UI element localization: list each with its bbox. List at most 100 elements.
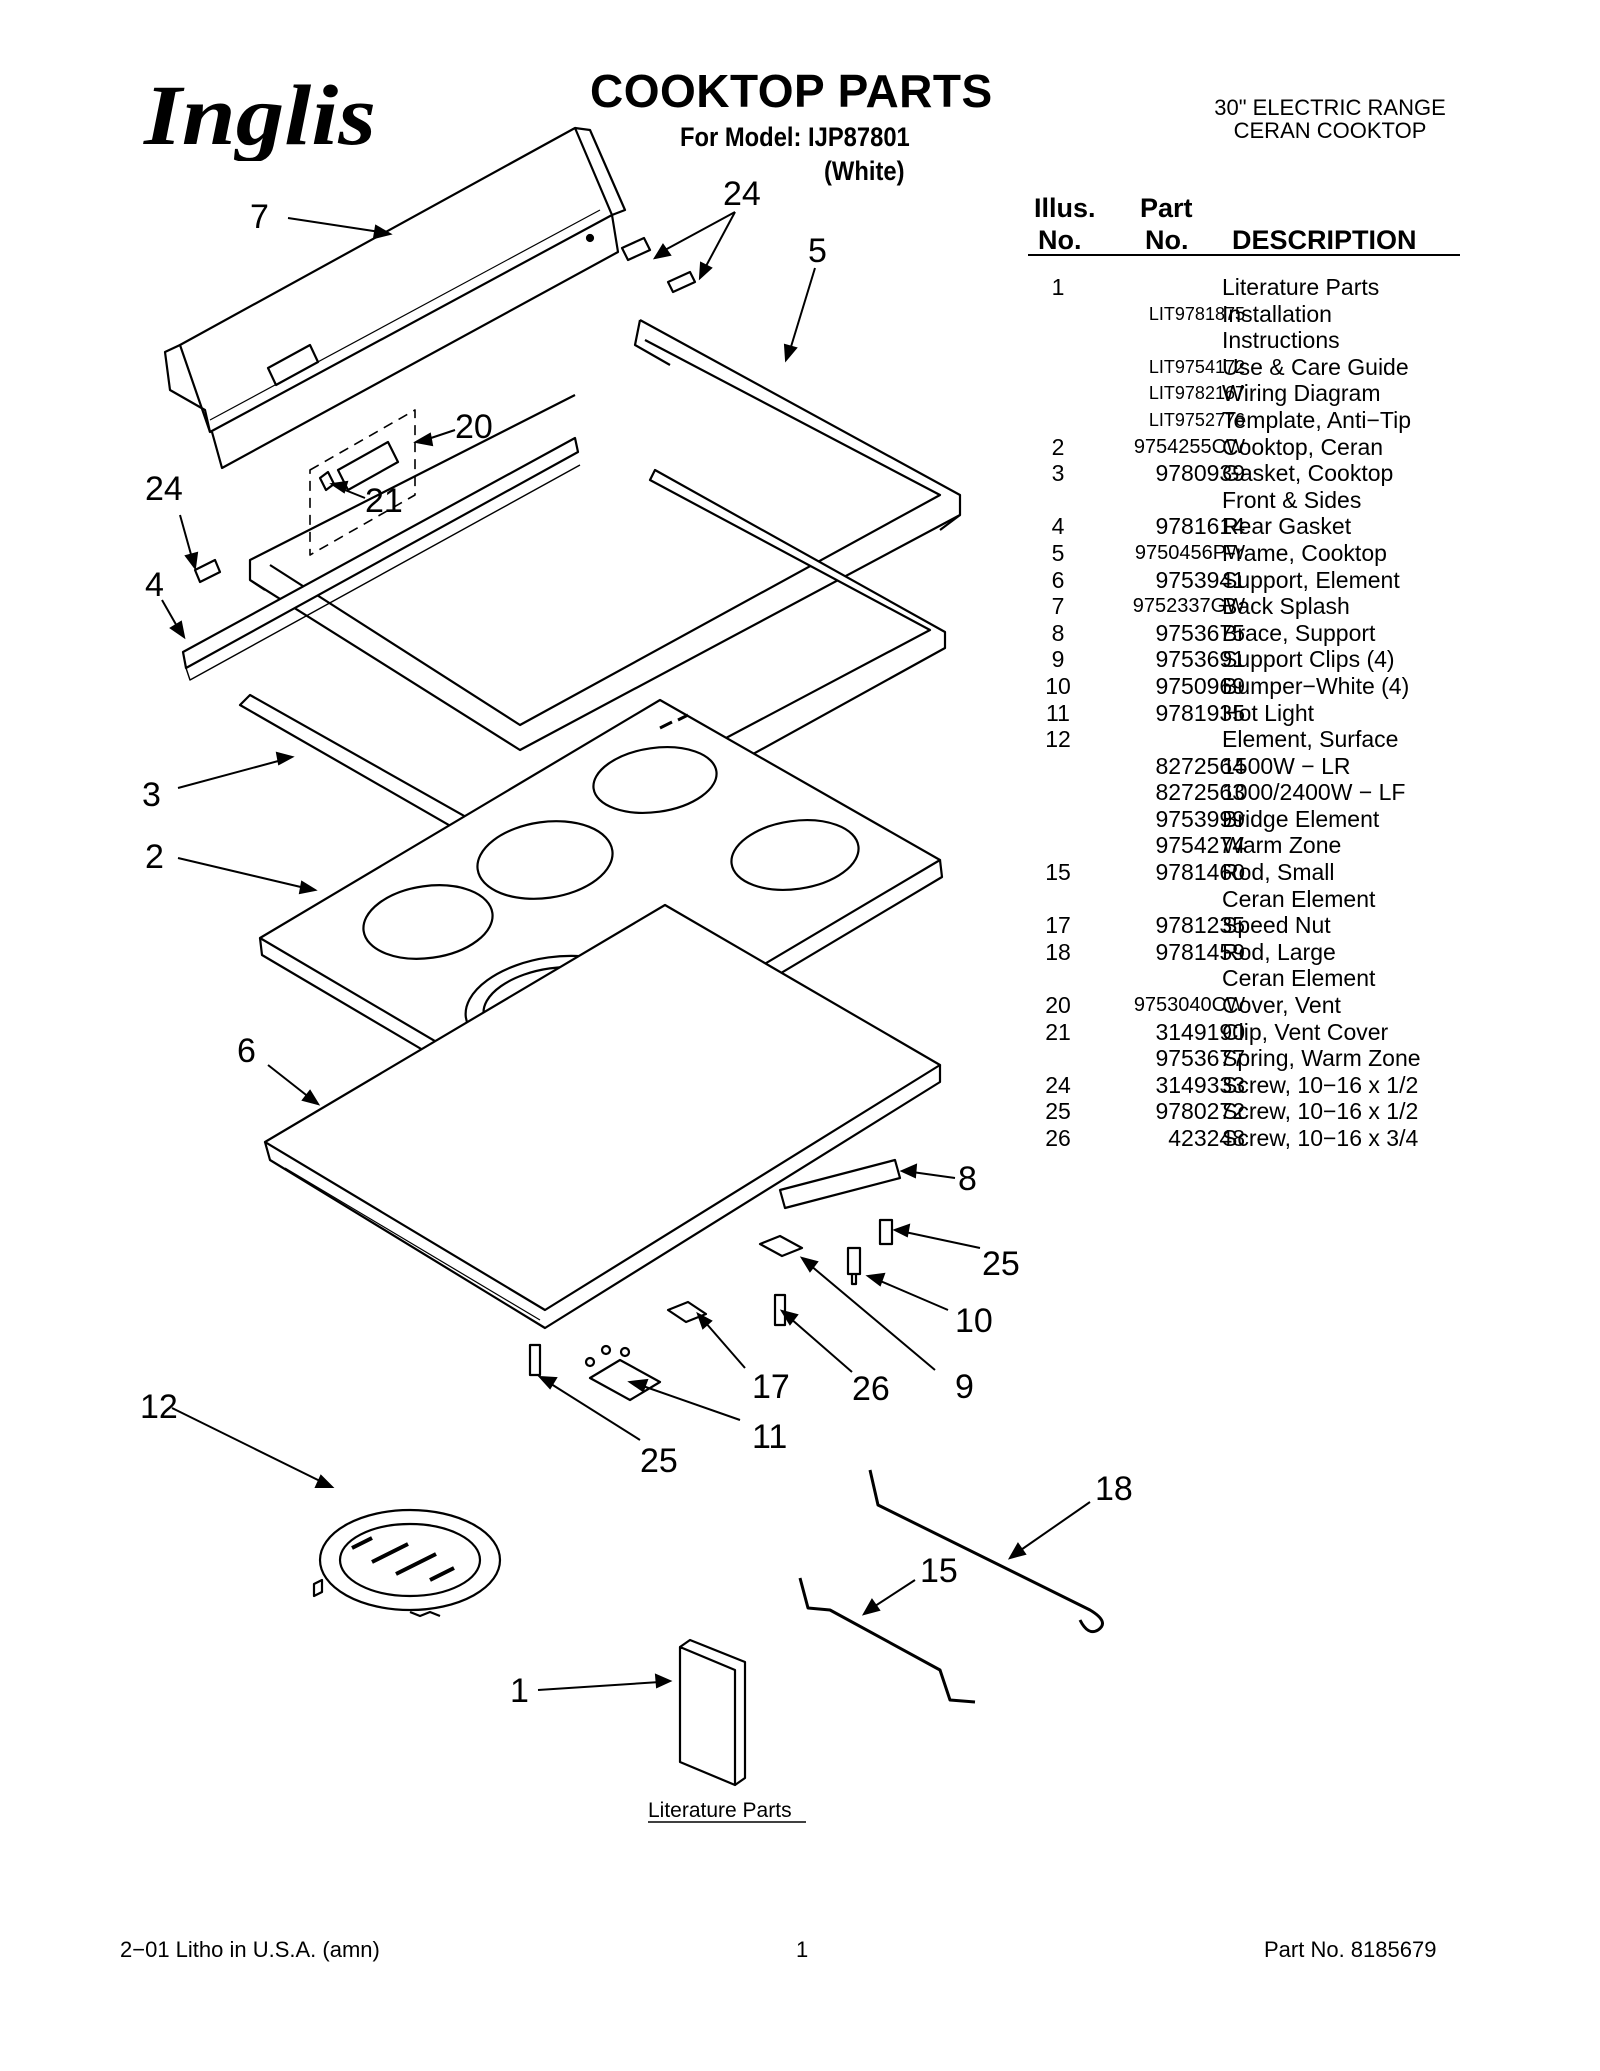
part-description: Screw, 10−16 x 3/4 [1222, 1125, 1419, 1151]
part-description: Literature Parts [1222, 274, 1380, 300]
illus-number: 7 [1051, 593, 1065, 620]
illus-number: 25 [1045, 1098, 1071, 1125]
illus-number: 20 [1045, 992, 1071, 1019]
part-number: 9780272 [1155, 1098, 1245, 1125]
screw-25-part [878, 1218, 894, 1246]
callout-9: 9 [955, 1368, 974, 1406]
col-illus-header: Illus. No. [1034, 192, 1096, 256]
model-line: For Model: IJP87801 [680, 122, 910, 152]
part-number: 9781460 [1155, 859, 1245, 886]
speed-nut-part [666, 1300, 708, 1324]
part-number: 9750969 [1155, 672, 1245, 699]
part-number: LIT9781875 [1148, 303, 1245, 324]
surface-element-part [312, 1508, 502, 1618]
part-description: Use & Care Guide [1222, 353, 1409, 380]
part-number: 9781935 [1155, 699, 1245, 726]
illus-number: 9 [1051, 646, 1065, 673]
brace-support-part [778, 1158, 902, 1210]
rear-gasket-part [181, 436, 580, 670]
product-line-2: CERAN COOKTOP [1233, 118, 1427, 143]
part-description: Element, Surface [1222, 726, 1399, 753]
part-description: 1500W − LR [1222, 752, 1351, 779]
part-number: 9753941 [1155, 566, 1245, 593]
part-description: Spring, Warm Zone [1222, 1045, 1421, 1072]
callout-10: 10 [955, 1302, 993, 1340]
part-description: Support Clips (4) [1222, 646, 1395, 673]
part-description: Cooktop, Ceran [1222, 433, 1384, 460]
illus-number: 3 [1051, 460, 1065, 487]
part-description: Support, Element [1222, 566, 1400, 593]
part-description: Rod, Large [1222, 938, 1336, 965]
col-part-line1: Part [1140, 193, 1193, 223]
col-desc-header: DESCRIPTION [1232, 225, 1417, 255]
part-description: Installation [1222, 300, 1332, 327]
product-type: 30" ELECTRIC RANGE CERAN COOKTOP [1195, 96, 1465, 142]
col-part-line2: No. [1145, 225, 1189, 255]
parts-table-row: Front & Sides [1030, 487, 1470, 514]
part-number: 9781235 [1155, 912, 1245, 939]
part-description: Rear Gasket [1222, 513, 1352, 540]
part-description: Instructions [1222, 327, 1340, 354]
illus-number: 5 [1051, 539, 1065, 566]
screw-26-part [773, 1293, 787, 1327]
callout-12: 12 [140, 1388, 178, 1426]
part-description: Brace, Support [1222, 619, 1376, 646]
illus-number: 21 [1045, 1018, 1071, 1045]
part-description: Frame, Cooktop [1222, 539, 1387, 566]
callout-6: 6 [237, 1032, 256, 1070]
part-number: LIT9754172 [1148, 356, 1245, 377]
table-header-rule [1028, 254, 1460, 256]
part-number: 9753675 [1155, 619, 1245, 646]
illus-number: 11 [1046, 699, 1070, 726]
screw-25b-part [528, 1343, 542, 1377]
part-description: Hot Light [1222, 699, 1315, 726]
illus-number: 17 [1045, 912, 1071, 939]
product-line-1: 30" ELECTRIC RANGE [1214, 95, 1446, 120]
part-description: 1000/2400W − LF [1222, 779, 1406, 806]
col-part-header: Part No. [1140, 192, 1193, 256]
illus-number: 24 [1045, 1071, 1071, 1098]
callout-25-bottom: 25 [640, 1442, 678, 1480]
footer-part-number: Part No. 8185679 [1264, 1937, 1437, 1962]
part-description: Ceran Element [1222, 885, 1376, 912]
illus-number: 8 [1051, 619, 1065, 646]
footer-page-number: 1 [796, 1937, 809, 1962]
part-number: 9781614 [1155, 513, 1245, 540]
callout-8: 8 [958, 1160, 977, 1198]
parts-table-row: Ceran Element [1030, 965, 1470, 992]
footer-litho: 2−01 Litho in U.S.A. (amn) [120, 1937, 380, 1962]
callout-7: 7 [250, 198, 269, 236]
inglis-logo: Inglis [143, 67, 376, 161]
callout-5: 5 [808, 232, 827, 270]
callout-21: 21 [365, 482, 403, 520]
callout-3: 3 [142, 776, 161, 814]
part-description: Bumper−White (4) [1222, 672, 1410, 699]
part-number: 9781459 [1155, 938, 1245, 965]
part-number: 9752337GW [1132, 595, 1245, 618]
page-title: COOKTOP PARTS [590, 65, 993, 117]
literature-parts-part [678, 1638, 747, 1787]
part-description: Clip, Vent Cover [1222, 1018, 1389, 1045]
large-rod-part [868, 1469, 1104, 1634]
part-number: LIT9782167 [1148, 383, 1245, 404]
